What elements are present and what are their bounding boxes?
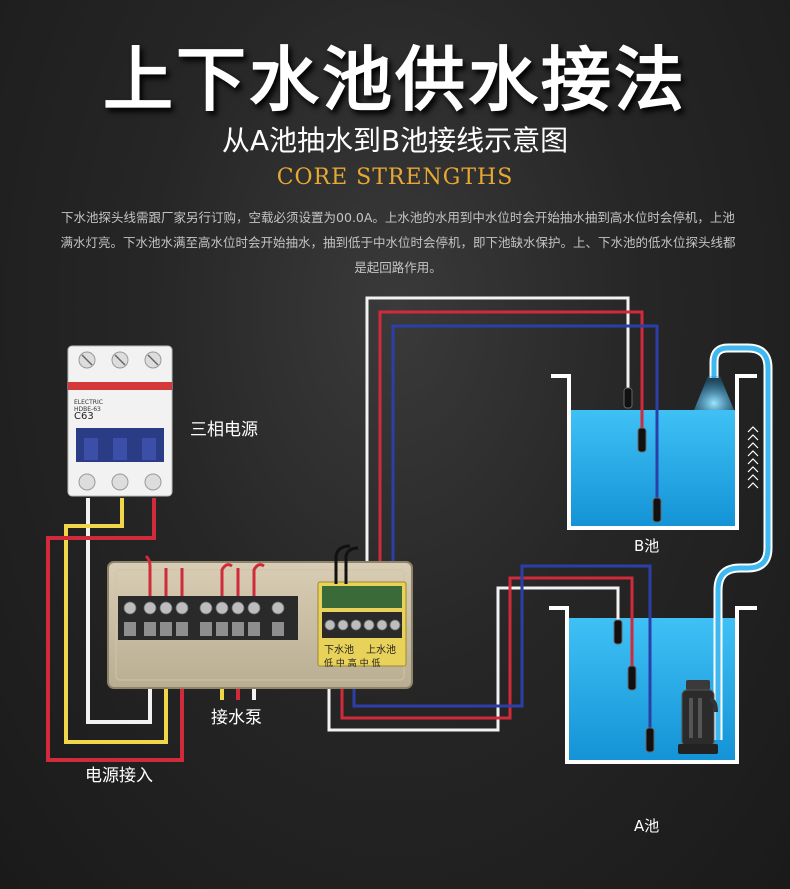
- label-pump-connection: 接水泵: [211, 708, 262, 728]
- breaker-brand: ELECTRIC: [74, 399, 103, 406]
- core-strengths-label: CORE STRENGTHS: [276, 165, 514, 190]
- terminal-label-lower: 下水池: [324, 645, 354, 656]
- probes-tank-a: [613, 619, 655, 753]
- controller-box: [107, 554, 413, 689]
- signal-wires: [327, 296, 659, 732]
- label-tank-a: A池: [634, 817, 660, 835]
- label-tank-b: B池: [634, 537, 660, 555]
- label-power-input: 电源接入: [85, 766, 153, 786]
- terminal-label-upper: 上水池: [366, 645, 396, 656]
- circuit-breaker: [67, 345, 173, 497]
- breaker-rating: C63: [74, 411, 94, 422]
- label-three-phase-power: 三相电源: [190, 420, 258, 440]
- submersible-pump-icon: [678, 680, 718, 754]
- page-subtitle: 从A池抽水到B池接线示意图: [221, 124, 569, 157]
- water-spray-icon: [694, 376, 734, 410]
- pump-pipe: [694, 343, 773, 740]
- description-text: 下水池探头线需跟厂家另行订购，空载必须设置为00.0A。上水池的水用到中水位时会…: [60, 210, 736, 275]
- terminal-label-levels: 低 中 高 中 低: [324, 659, 381, 669]
- breaker-model: HDBE-63: [74, 406, 101, 413]
- probes-tank-b: [623, 387, 662, 523]
- page-title: 上下水池供水接法: [103, 39, 687, 121]
